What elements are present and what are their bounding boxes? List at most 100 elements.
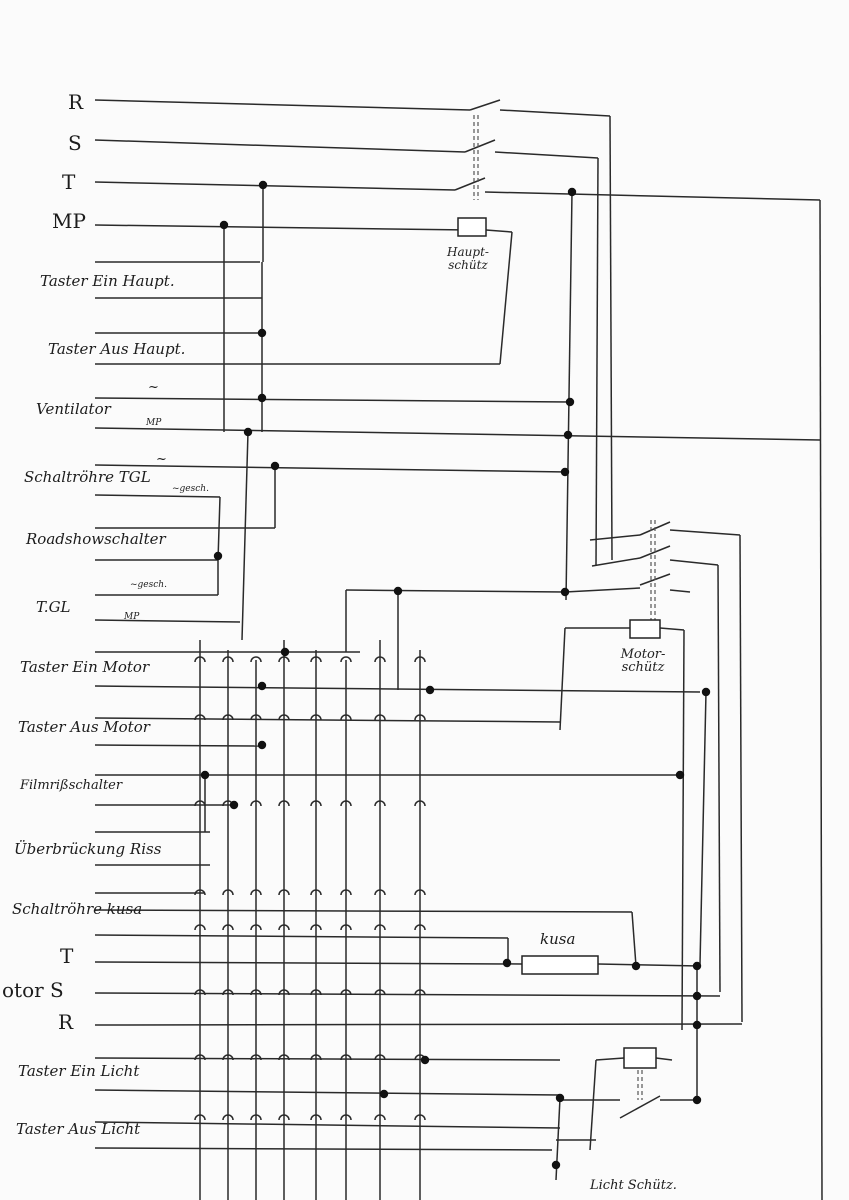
- lichtschuetz-label: Licht Schütz.: [590, 1178, 677, 1193]
- wire: [94, 224, 471, 231]
- wire: [650, 520, 656, 630]
- wire: [589, 1059, 597, 1151]
- junction-dot: [565, 397, 575, 407]
- junction-dot: [675, 770, 685, 780]
- wire-crossing-hop: [222, 889, 234, 896]
- wire-crossing-hop: [374, 1114, 386, 1121]
- wire-crossing-hop: [374, 1054, 386, 1061]
- wire-crossing-hop: [340, 889, 352, 896]
- ventilator-tilde: ~: [148, 380, 159, 395]
- wire-crossing-hop: [278, 889, 290, 896]
- wire: [94, 992, 721, 997]
- wire-crossing-hop: [222, 714, 234, 721]
- wire-crossing-hop: [250, 1114, 262, 1121]
- wire: [469, 99, 501, 111]
- junction-dot: [200, 770, 210, 780]
- wire-crossing-hop: [194, 1054, 206, 1061]
- wire-crossing-hop: [250, 714, 262, 721]
- wire-crossing-hop: [278, 1054, 290, 1061]
- wire-crossing-hop: [278, 714, 290, 721]
- wire-crossing-hop: [340, 1054, 352, 1061]
- wire: [464, 139, 496, 153]
- junction-dot: [257, 393, 267, 403]
- label-taster-aus-motor: Taster Aus Motor: [18, 718, 150, 736]
- wire: [564, 587, 641, 593]
- wire-crossing-hop: [194, 1114, 206, 1121]
- wire: [94, 1147, 553, 1151]
- wire: [94, 99, 471, 111]
- wire-crossing-hop: [310, 714, 322, 721]
- wire: [485, 229, 513, 233]
- label-r-motor: R: [58, 1010, 74, 1034]
- wire-crossing-hop: [250, 1054, 262, 1061]
- wire: [94, 464, 569, 473]
- kusa-label: kusa: [540, 930, 576, 948]
- wire-crossing-hop: [414, 714, 426, 721]
- wire: [94, 961, 523, 965]
- schaltroehre-tgl-tilde: ~: [156, 452, 167, 467]
- wire-crossing-hop: [374, 889, 386, 896]
- wire: [819, 199, 823, 1200]
- junction-dot: [219, 220, 229, 230]
- wire: [94, 619, 241, 623]
- wire: [669, 529, 741, 536]
- wire: [454, 177, 486, 191]
- wire-crossing-hop: [374, 989, 386, 996]
- wire: [94, 139, 466, 153]
- wire: [559, 627, 566, 731]
- junction-dot: [692, 961, 702, 971]
- wire-crossing-hop: [194, 714, 206, 721]
- schaltroehre-tgl-gesch: ~gesch.: [172, 484, 209, 494]
- wire-crossing-hop: [414, 989, 426, 996]
- junction-dot: [701, 687, 711, 697]
- wire-crossing-hop: [310, 1114, 322, 1121]
- wire-crossing-hop: [340, 1114, 352, 1121]
- wire: [94, 1057, 561, 1061]
- wire: [739, 534, 743, 1023]
- junction-dot: [560, 587, 570, 597]
- junction-dot: [502, 958, 512, 968]
- wire: [94, 685, 701, 693]
- junction-dot: [243, 427, 253, 437]
- junction-dot: [229, 800, 239, 810]
- wire-crossing-hop: [310, 989, 322, 996]
- wire-crossing-hop: [414, 1114, 426, 1121]
- junction-dot: [692, 991, 702, 1001]
- wire: [223, 429, 821, 441]
- wire-crossing-hop: [222, 1054, 234, 1061]
- hauptschuetz-coil: [457, 217, 487, 237]
- wire: [94, 1121, 561, 1129]
- wire-crossing-hop: [340, 800, 352, 807]
- wire: [637, 1070, 643, 1100]
- junction-dot: [563, 430, 573, 440]
- wire-crossing-hop: [278, 989, 290, 996]
- wire: [669, 559, 719, 566]
- wire: [595, 157, 599, 567]
- wire: [94, 909, 633, 913]
- junction-dot: [420, 1055, 430, 1065]
- wire-crossing-hop: [194, 800, 206, 807]
- label-schaltroehre-kusa: Schaltröhre kusa: [12, 900, 143, 918]
- wire: [499, 109, 611, 117]
- motorschuetz-coil: [629, 619, 661, 639]
- label-r-top: R: [68, 90, 84, 114]
- label-t-top: T: [62, 170, 76, 194]
- wire: [94, 494, 221, 498]
- wire-crossing-hop: [278, 1114, 290, 1121]
- wire: [655, 1057, 673, 1061]
- label-taster-aus-haupt: Taster Aus Haupt.: [48, 340, 186, 358]
- wire: [699, 691, 707, 965]
- wire: [473, 115, 479, 200]
- junction-dot: [213, 551, 223, 561]
- label-s-top: S: [68, 131, 82, 155]
- lichtschuetz-coil: [623, 1047, 657, 1069]
- label-taster-ein-motor: Taster Ein Motor: [20, 658, 150, 676]
- junction-dot: [258, 180, 268, 190]
- wire: [565, 191, 573, 601]
- wire-crossing-hop: [374, 656, 386, 663]
- label-t-motor: T: [60, 944, 74, 968]
- label-filmrissschalter: Filmrißschalter: [20, 778, 123, 793]
- motorschuetz-line1: Motor-: [620, 647, 666, 662]
- wire: [591, 557, 641, 567]
- hauptschuetz-label: Haupt- schütz: [438, 246, 498, 272]
